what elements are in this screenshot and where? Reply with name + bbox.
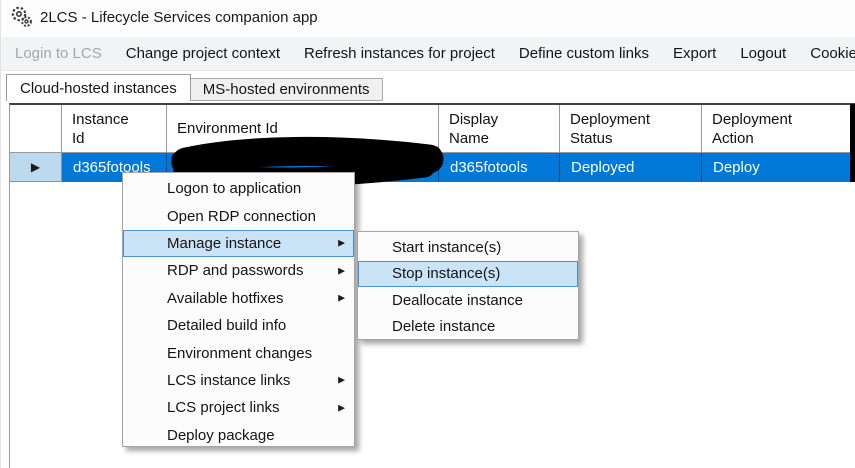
menu-item-label: LCS project links xyxy=(167,399,280,417)
submenu-arrow-icon: ▶ xyxy=(338,374,345,385)
column-header-label: Deployment xyxy=(712,110,793,128)
menu-item-manage-instance[interactable]: Manage instance ▶ xyxy=(123,229,354,258)
menu-item-lcs-instance-links[interactable]: LCS instance links ▶ xyxy=(123,367,354,394)
menu-item-label: Delete instance xyxy=(392,318,496,336)
tab-ms-hosted-environments[interactable]: MS-hosted environments xyxy=(190,78,383,101)
menubar-item-refresh-instances-for-project[interactable]: Refresh instances for project xyxy=(304,45,495,62)
menu-item-label: Available hotfixes xyxy=(167,289,284,307)
column-header-label: Name xyxy=(449,129,490,147)
row-selector-cell[interactable]: ▶ xyxy=(10,153,62,182)
column-header-label: Status xyxy=(570,129,613,147)
menu-item-label: Stop instance(s) xyxy=(392,265,501,283)
column-header-label: Deployment xyxy=(570,110,651,128)
column-header-deployment-status[interactable]: Deployment Status xyxy=(560,105,702,152)
menu-item-label: Open RDP connection xyxy=(167,207,316,225)
submenu-arrow-icon: ▶ xyxy=(338,265,345,276)
column-header-label: Action xyxy=(712,129,754,147)
menu-item-label: Deallocate instance xyxy=(392,291,523,309)
column-header-label: Instance xyxy=(72,110,129,128)
grid-header-row: Instance Id Environment Id Display Name … xyxy=(10,105,855,153)
submenu-item-start-instances[interactable]: Start instance(s) xyxy=(358,234,578,261)
manage-instance-submenu: Start instance(s) Stop instance(s) Deall… xyxy=(357,231,579,340)
column-header-row-selector[interactable] xyxy=(10,105,62,152)
menu-item-logon-to-application[interactable]: Logon to application xyxy=(123,175,354,202)
column-header-label: Id xyxy=(72,129,85,147)
submenu-arrow-icon: ▶ xyxy=(338,292,345,303)
menu-item-label: RDP and passwords xyxy=(167,262,304,280)
column-header-display-name[interactable]: Display Name xyxy=(439,105,560,152)
menu-item-label: LCS instance links xyxy=(167,371,291,389)
menu-item-label: Logon to application xyxy=(167,180,302,198)
tabstrip: Cloud-hosted instances MS-hosted environ… xyxy=(6,74,383,101)
submenu-arrow-icon: ▶ xyxy=(338,237,345,248)
menubar-item-logout[interactable]: Logout xyxy=(740,45,787,62)
context-menu: Logon to application Open RDP connection… xyxy=(122,172,355,447)
menu-item-label: Manage instance xyxy=(167,234,282,252)
column-header-label: Display xyxy=(449,110,499,128)
menu-item-detailed-build-info[interactable]: Detailed build info xyxy=(123,312,354,339)
cell-instance-id[interactable]: d365fotools xyxy=(62,153,167,182)
menu-item-label: Environment changes xyxy=(167,344,313,362)
redaction-bar xyxy=(850,104,855,182)
cell-deployment-action[interactable]: Deploy xyxy=(713,159,760,176)
menubar: Login to LCS Change project context Refr… xyxy=(1,37,855,71)
column-header-instance-id[interactable]: Instance Id xyxy=(62,105,167,152)
menu-item-label: Detailed build info xyxy=(167,317,287,335)
column-header-environment-id[interactable]: Environment Id xyxy=(167,105,439,152)
tab-cloud-hosted-instances[interactable]: Cloud-hosted instances xyxy=(6,74,191,101)
submenu-item-deallocate-instance[interactable]: Deallocate instance xyxy=(358,287,578,314)
row-selector-icon: ▶ xyxy=(30,160,41,174)
cell-deployment-status[interactable]: Deployed xyxy=(560,153,702,182)
menu-item-environment-changes[interactable]: Environment changes xyxy=(123,339,354,366)
column-header-deployment-action[interactable]: Deployment Action xyxy=(702,105,855,152)
window-title: 2LCS - Lifecycle Services companion app xyxy=(40,8,318,26)
menu-item-lcs-project-links[interactable]: LCS project links ▶ xyxy=(123,394,354,421)
submenu-item-delete-instance[interactable]: Delete instance xyxy=(358,314,578,341)
menu-item-open-rdp-connection[interactable]: Open RDP connection xyxy=(123,202,354,229)
menu-item-rdp-and-passwords[interactable]: RDP and passwords ▶ xyxy=(123,257,354,284)
menubar-item-define-custom-links[interactable]: Define custom links xyxy=(518,45,649,62)
window-titlebar: 2LCS - Lifecycle Services companion app xyxy=(1,0,855,34)
submenu-arrow-icon: ▶ xyxy=(338,402,345,413)
menu-item-deploy-package[interactable]: Deploy package xyxy=(123,422,354,449)
menu-item-label: Deploy package xyxy=(167,426,275,444)
cell-display-name[interactable]: d365fotools xyxy=(439,153,560,182)
menubar-item-cookie[interactable]: Cookie xyxy=(810,45,855,62)
menu-item-available-hotfixes[interactable]: Available hotfixes ▶ xyxy=(123,285,354,312)
menubar-item-export[interactable]: Export xyxy=(672,45,717,62)
app-icon xyxy=(11,6,32,27)
menubar-item-change-project-context[interactable]: Change project context xyxy=(125,45,280,62)
column-header-label: Environment Id xyxy=(177,120,278,137)
menu-item-label: Start instance(s) xyxy=(392,238,502,256)
menubar-item-login-to-lcs[interactable]: Login to LCS xyxy=(15,45,102,62)
submenu-item-stop-instances[interactable]: Stop instance(s) xyxy=(358,260,578,287)
